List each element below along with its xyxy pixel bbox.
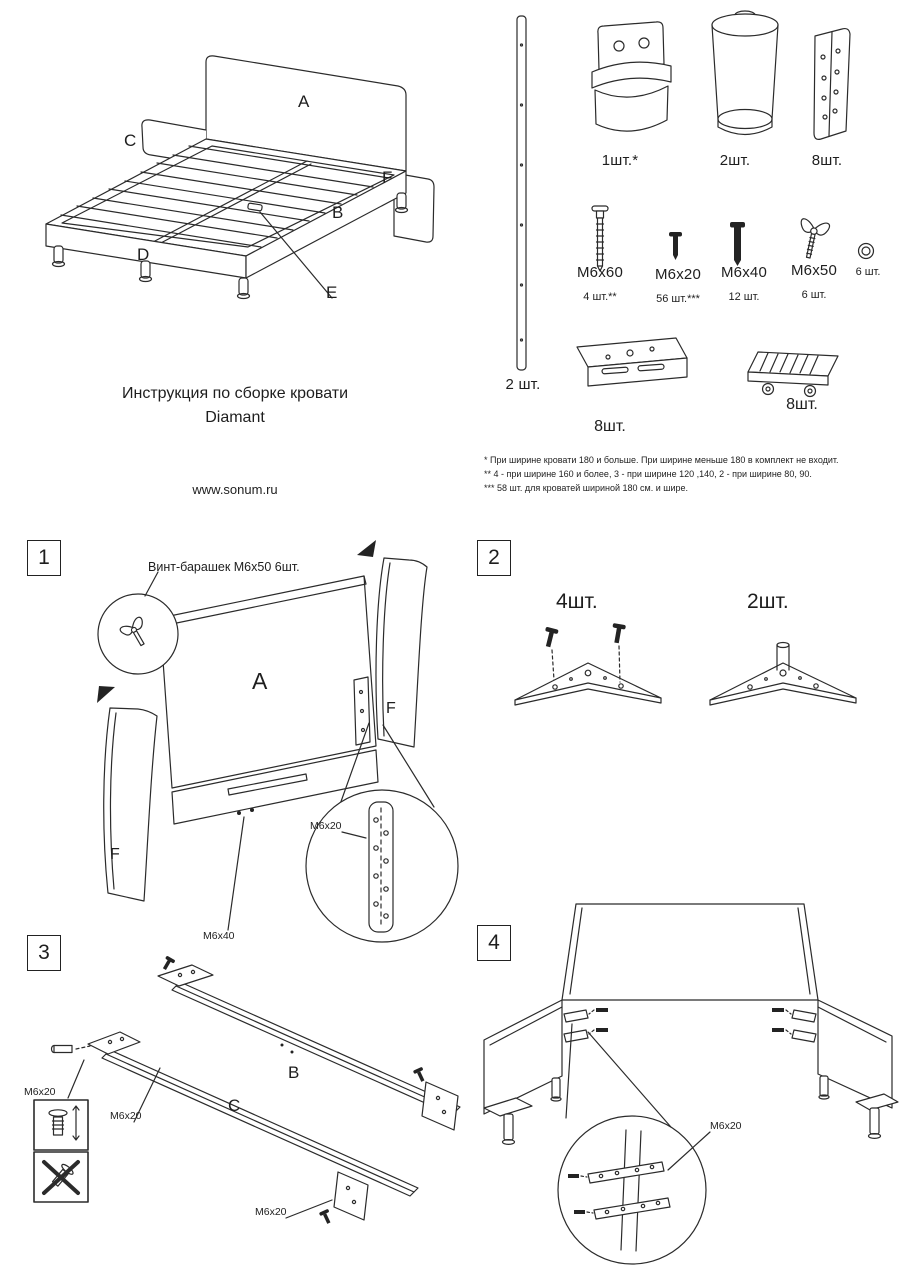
step4-m6x20-label: М6х20 <box>710 1120 742 1132</box>
step3-m6x20-bottom-label: М6х20 <box>255 1206 287 1218</box>
part-qty-m6x40: 12 шт. <box>728 291 760 303</box>
footnote-3: *** 58 шт. для кроватей шириной 180 см. … <box>484 483 689 493</box>
page-title-line2: Diamant <box>205 409 265 426</box>
step1-wing-screw-note: Винт-барашек М6х50 6шт. <box>148 560 300 574</box>
part-qty-angle-bracket: 8шт. <box>811 152 843 169</box>
footnote-2: ** 4 - при ширине 160 и более, 3 - при ш… <box>484 469 812 479</box>
bed-label-b: B <box>332 203 344 222</box>
step3-label-c: C <box>228 1096 241 1115</box>
part-label-m6x20: М6х20 <box>654 266 702 283</box>
bed-label-e: E <box>326 283 338 302</box>
bed-label-a: A <box>298 92 310 111</box>
step4-number: 4 <box>488 931 500 954</box>
step1-number-box: 1 <box>27 540 61 576</box>
step4-drawing <box>483 903 899 1265</box>
part-label-m6x50: М6х50 <box>790 262 838 279</box>
step2-qty-right: 2шт. <box>747 590 789 613</box>
part-qty-m6x20: 56 шт.*** <box>656 293 700 305</box>
part-label-m6x60: М6х60 <box>576 264 624 281</box>
part-qty-headboard-bracket: 1шт.* <box>601 152 639 169</box>
part-qty-leg-cylinder: 2шт. <box>719 152 751 169</box>
part-qty-m6x50: 6 шт. <box>801 289 827 301</box>
step1-m6x20-label: М6х20 <box>310 820 342 832</box>
part-qty-slat-holder: 8шт. <box>786 396 818 413</box>
step1-number: 1 <box>38 546 50 569</box>
step3-m6x20-mid-label: М6х20 <box>110 1110 142 1122</box>
bed-label-d: D <box>137 245 150 264</box>
bed-shape <box>45 55 435 300</box>
bed-overview-drawing <box>45 55 435 300</box>
step2-qty-left: 4шт. <box>556 590 598 613</box>
step3-drawing <box>33 956 461 1224</box>
step4-number-box: 4 <box>477 925 511 961</box>
step1-label-a: A <box>252 668 268 694</box>
footnote-1: * При ширине кровати 180 и больше. При ш… <box>484 455 839 465</box>
part-label-m6x40: М6х40 <box>720 264 768 281</box>
part-qty-corner-plate: 8шт. <box>594 418 626 435</box>
step2-number-box: 2 <box>477 540 511 576</box>
step3-label-b: B <box>288 1063 300 1082</box>
step1-m6x40-label: М6х40 <box>203 930 235 942</box>
step1-label-f-left: F <box>110 846 120 863</box>
part-qty-m6x60: 4 шт.** <box>583 291 617 303</box>
step1-drawing <box>97 540 459 943</box>
bed-label-c: C <box>124 131 137 150</box>
bed-label-f: F <box>382 168 393 187</box>
parts-shapes <box>516 10 875 398</box>
part-qty-rail: 2 шт. <box>505 376 541 393</box>
step2-shapes <box>514 623 857 706</box>
step1-label-f-right: F <box>386 700 396 717</box>
step2-drawing <box>514 623 857 706</box>
page-title-line1: Инструкция по сборке кровати <box>121 385 348 402</box>
step4-shapes <box>483 903 899 1265</box>
step3-number: 3 <box>38 941 50 964</box>
step3-number-box: 3 <box>27 935 61 971</box>
website-url: www.sonum.ru <box>192 482 278 497</box>
parts-drawing <box>516 10 875 398</box>
step3-shapes <box>33 956 461 1224</box>
step1-shapes <box>97 540 459 943</box>
part-qty-washer: 6 шт. <box>855 266 881 278</box>
step3-m6x20-left-label: М6х20 <box>24 1086 56 1098</box>
step2-number: 2 <box>488 546 500 569</box>
